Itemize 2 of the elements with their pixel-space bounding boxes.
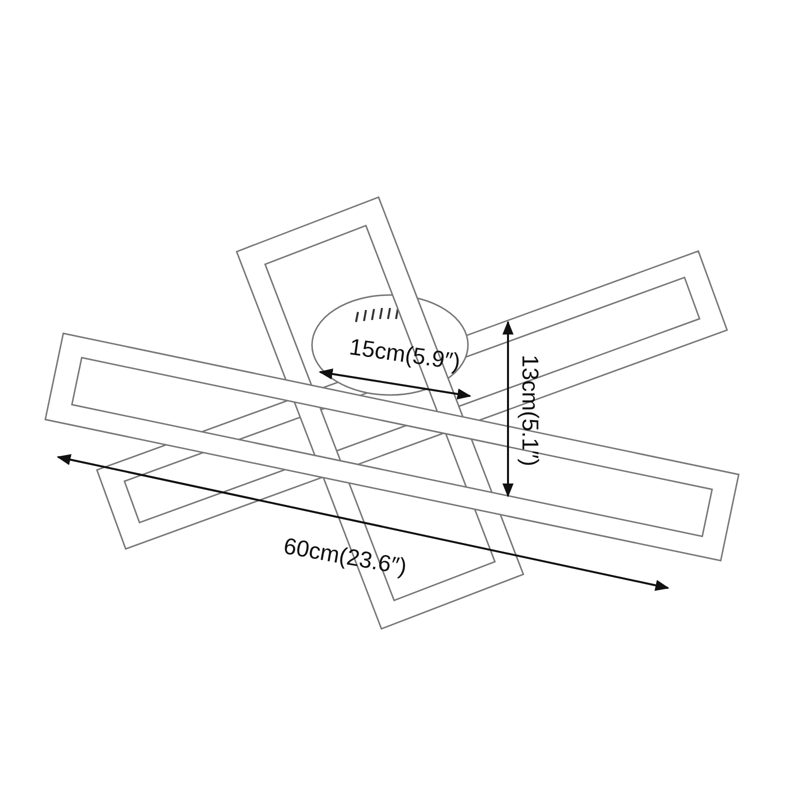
dimension-label: 13cm(5.1″) xyxy=(516,354,544,466)
dimension-label: 15cm(5.9″) xyxy=(348,332,462,376)
